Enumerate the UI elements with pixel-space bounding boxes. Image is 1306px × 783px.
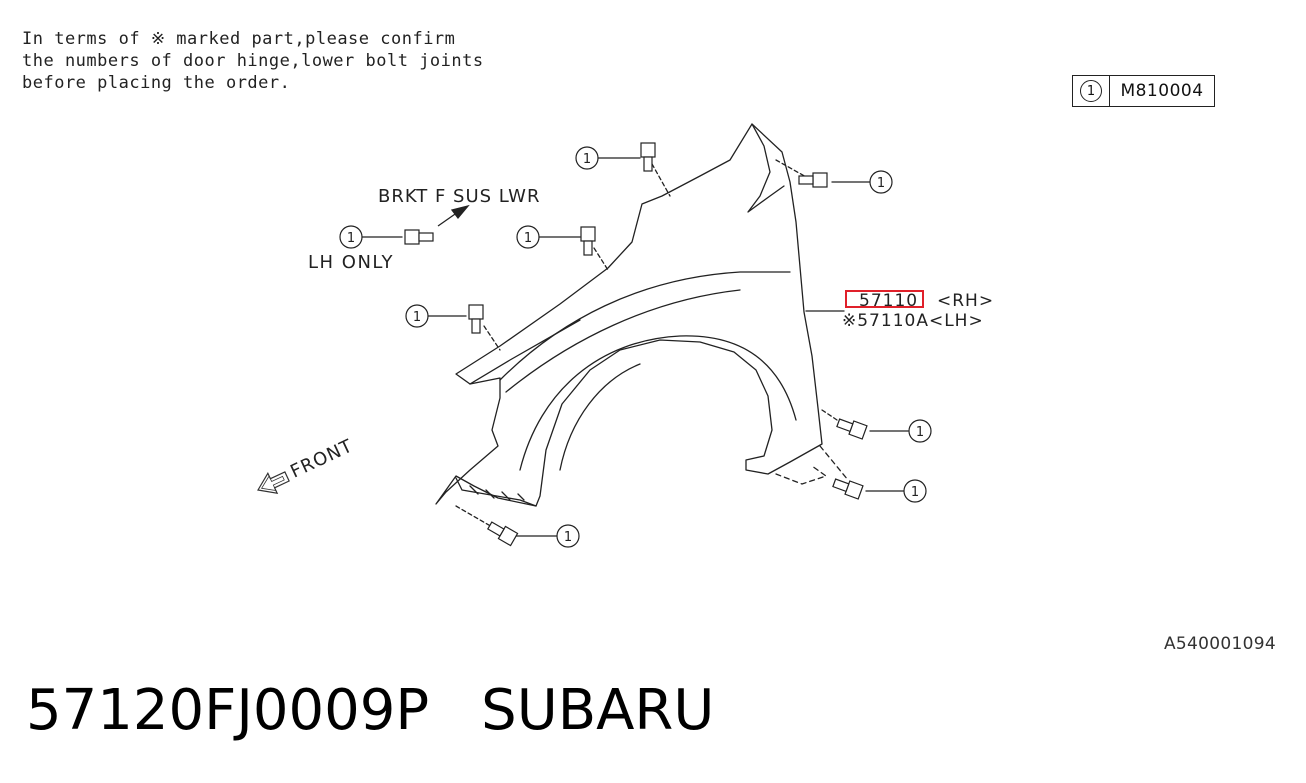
front-label: FRONT	[287, 435, 356, 482]
callout-circle	[339, 225, 363, 249]
callout-number: 1	[413, 310, 421, 325]
brand-name: SUBARU	[481, 678, 715, 743]
bolt-icon	[836, 418, 868, 440]
order-note: In terms of ※ marked part,please confirm…	[22, 28, 484, 94]
bolt-icon	[832, 478, 864, 500]
callout-circle	[903, 479, 927, 503]
callout-circle	[405, 304, 429, 328]
bracket-arrow	[437, 204, 470, 227]
wheel-arch-inner	[519, 335, 797, 471]
bolt-icon	[580, 226, 596, 256]
part-number-rh: 57110	[859, 291, 918, 311]
note-line-3: before placing the order.	[22, 73, 291, 93]
footer-title: 57120FJ0009P SUBARU	[26, 678, 714, 743]
part-side-rh: <RH>	[937, 291, 994, 311]
callout-number: 1	[583, 152, 591, 167]
callout-number: 1	[877, 176, 885, 191]
callout-number: 1	[916, 425, 924, 440]
part-highlight-box	[845, 290, 924, 308]
lh-only-label: LH ONLY	[308, 252, 394, 273]
callout-number: 1	[911, 485, 919, 500]
fender-outline	[435, 123, 823, 507]
legend-ref-circle: 1	[1080, 80, 1102, 102]
callout-number: 1	[524, 231, 532, 246]
legend-part-code: M810004	[1120, 81, 1204, 101]
callout-circle	[556, 524, 580, 548]
callout-circle	[869, 170, 893, 194]
flange-tabs	[469, 485, 525, 501]
bolt-icon	[798, 172, 828, 188]
callout-circle	[575, 146, 599, 170]
part-number-title: 57120FJ0009P	[26, 678, 430, 743]
note-line-1: In terms of ※ marked part,please confirm	[22, 29, 456, 49]
front-arrow-icon	[257, 471, 290, 494]
bolt-icon	[468, 304, 484, 334]
bolt-icon	[640, 142, 656, 172]
bolt-icon	[486, 521, 519, 547]
wheel-arch-lip	[559, 363, 641, 471]
rear-bracket-dashed	[775, 465, 827, 485]
bolt-legend: 1 M810004	[1072, 75, 1215, 107]
fender-inner-edge	[747, 123, 785, 213]
legend-ref-cell: 1	[1073, 76, 1110, 106]
part-number-lh: ※57110A<LH>	[842, 311, 984, 331]
callout-number: 1	[564, 530, 572, 545]
wheel-arch-line	[505, 289, 741, 393]
callout-circle	[908, 419, 932, 443]
callout-number: 1	[347, 231, 355, 246]
bolt-icon	[404, 229, 434, 245]
wheel-arch-outer	[499, 271, 791, 381]
note-line-2: the numbers of door hinge,lower bolt joi…	[22, 51, 484, 71]
callout-circle	[516, 225, 540, 249]
bracket-label: BRKT F SUS LWR	[378, 186, 540, 207]
bolt-icons	[404, 142, 868, 547]
rear-bracket-dashed-2	[819, 445, 849, 481]
body-crease	[469, 319, 581, 385]
diagram-reference: A540001094	[1164, 634, 1276, 654]
